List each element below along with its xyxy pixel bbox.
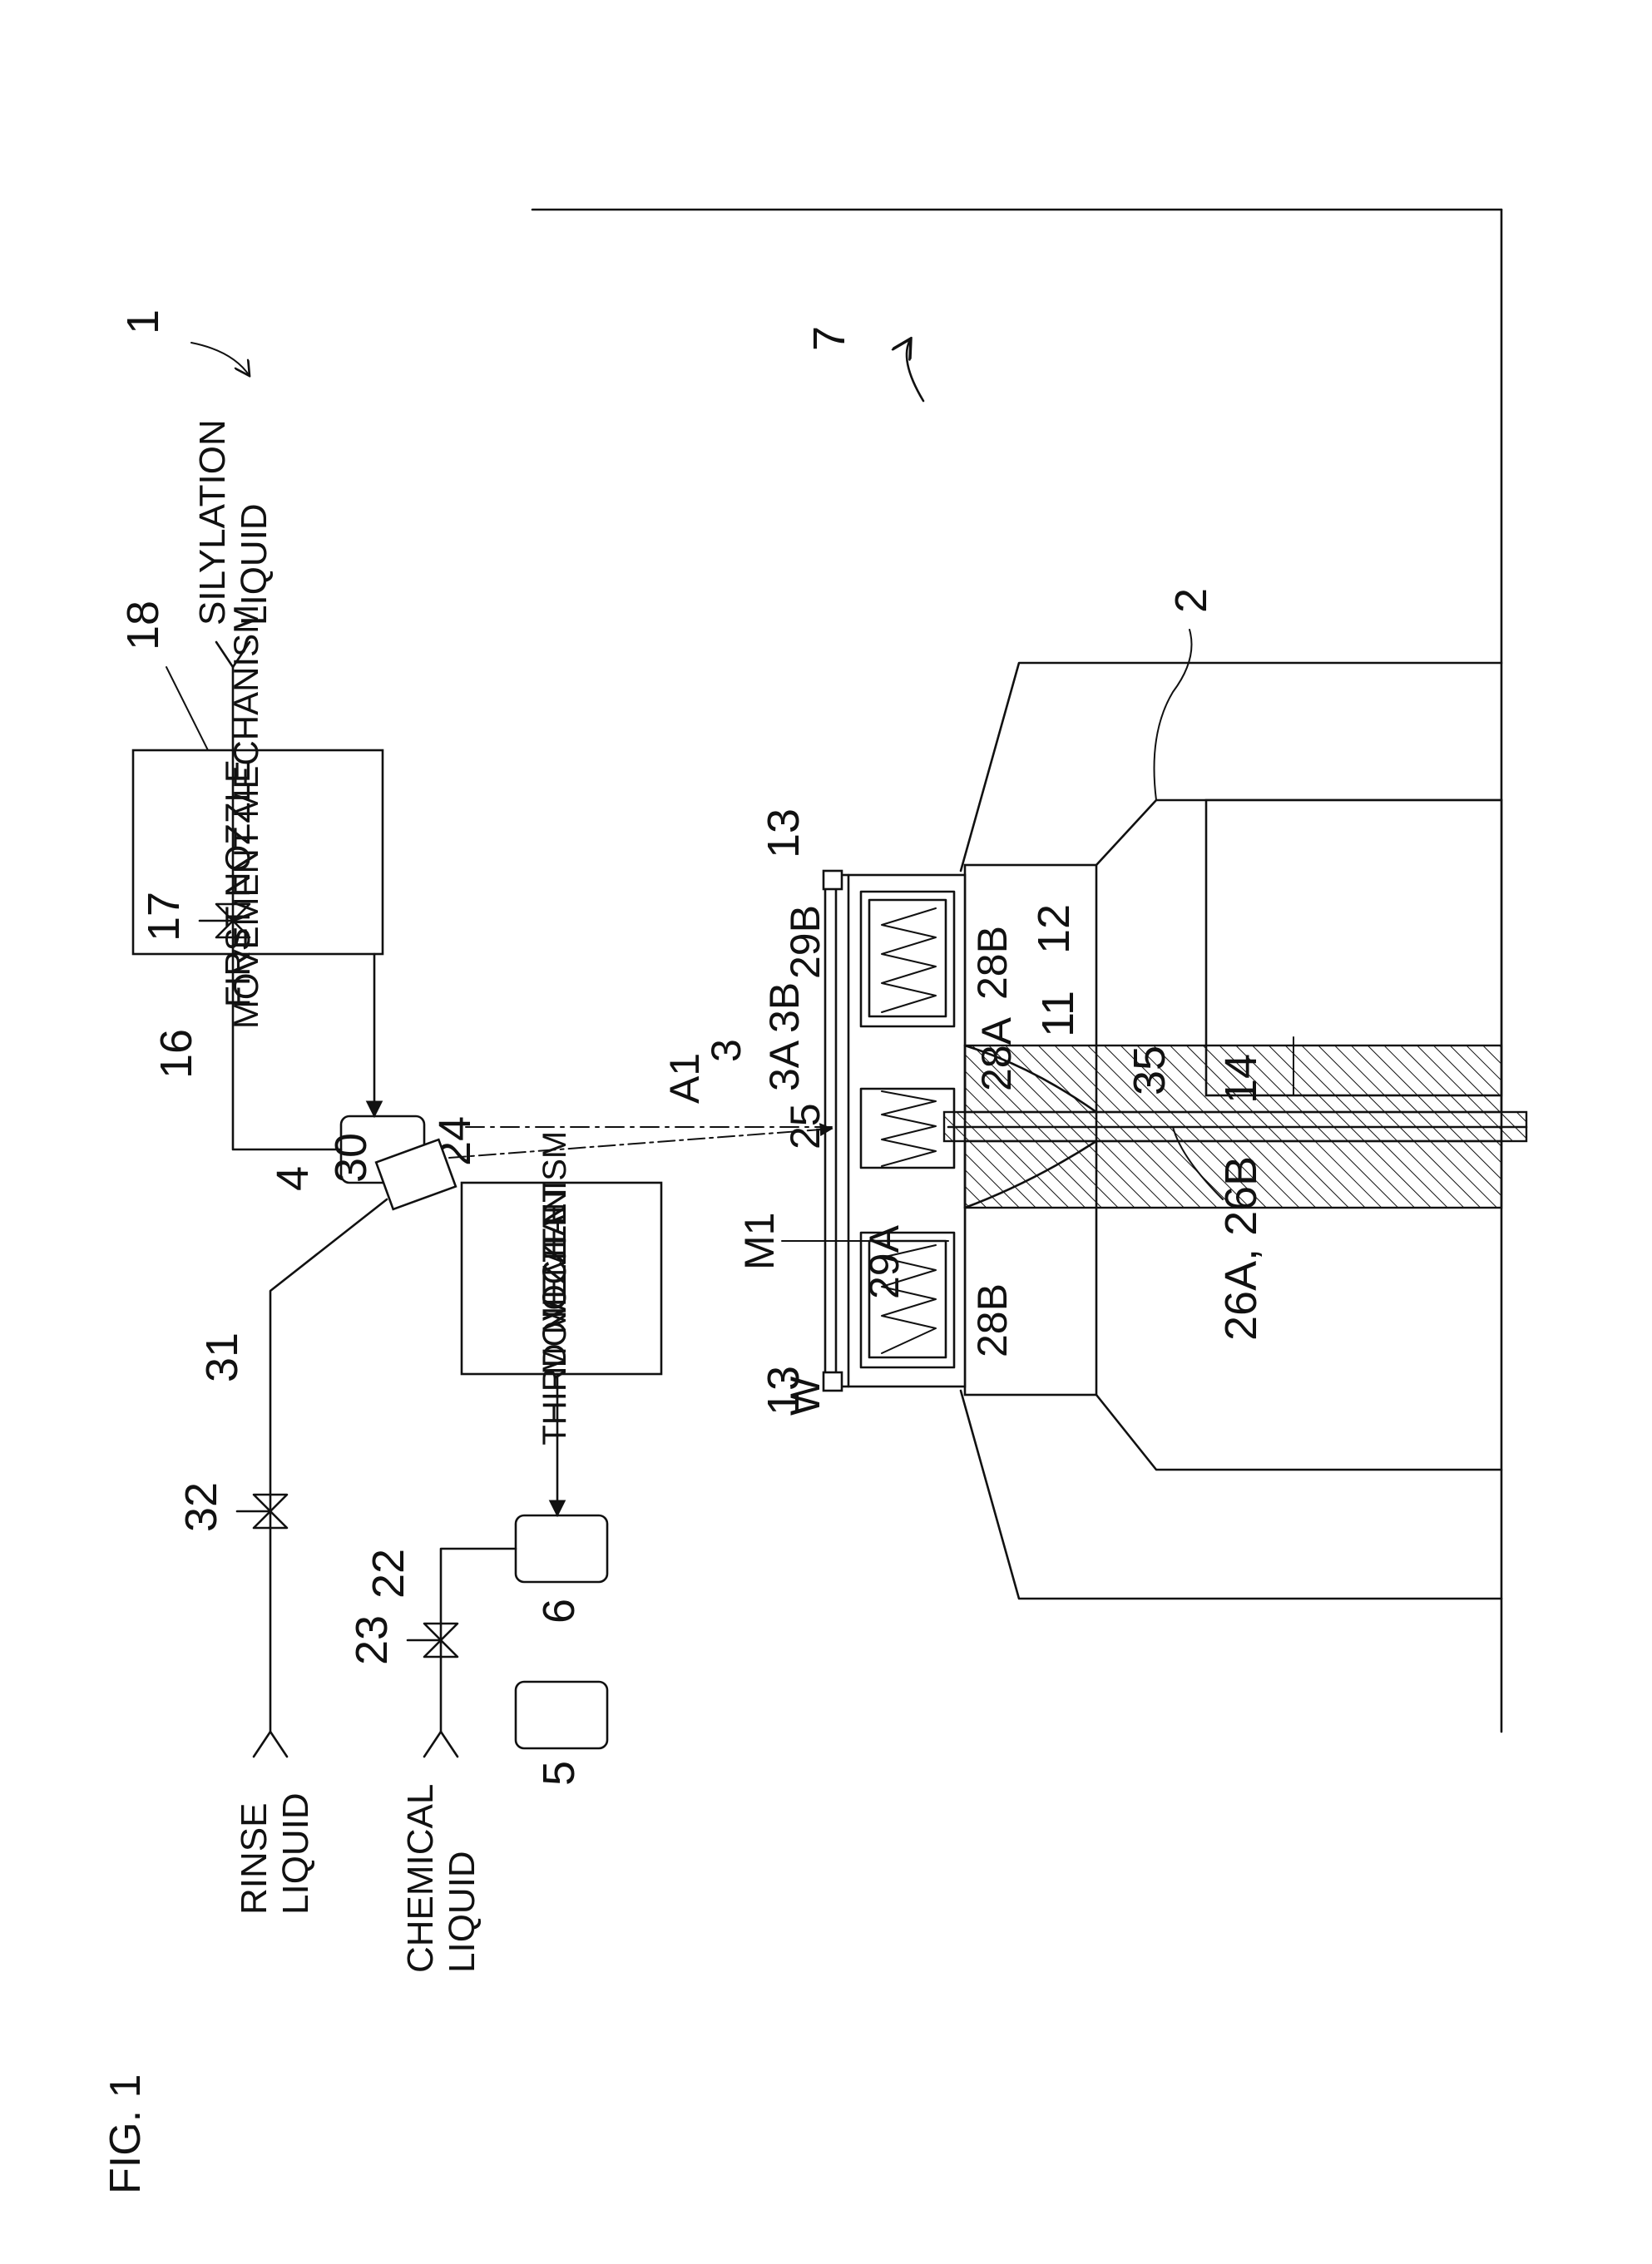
passage-label: 26A, 26B: [1216, 1156, 1266, 1341]
valve-17-label: 17: [139, 892, 189, 942]
chamber-leader: [1155, 630, 1192, 800]
silylation-line2: LIQUID: [234, 503, 275, 625]
chuck-pin-right-label: 13: [759, 808, 809, 858]
chuck-pin-right: [824, 871, 842, 889]
first-nozzle-label: 4: [268, 1166, 318, 1191]
chamber-label: 2: [1166, 588, 1216, 613]
shaft-right-half: [965, 1045, 1501, 1112]
pipe-22-label: 22: [364, 1549, 413, 1599]
holder-3-label: 3: [703, 1039, 749, 1062]
cup-label: 7: [804, 326, 854, 351]
third-nozzle-label: 6: [534, 1599, 584, 1624]
pipe-22: [441, 1549, 516, 1732]
valve-23-label: 23: [347, 1615, 397, 1665]
axis-label: A1: [661, 1053, 708, 1104]
third-nozzle-mechanism-line3: MECHANISM: [537, 1131, 573, 1334]
holder-3b-label: 3B: [761, 982, 808, 1033]
sensor-beam: [449, 1129, 832, 1158]
rinse-line1: RINSE: [234, 1803, 275, 1915]
second-nozzle: [516, 1682, 607, 1748]
holder-3a-label: 3A: [761, 1040, 808, 1091]
chemical-inlet: [424, 1732, 458, 1757]
plate-29b-label: 29B: [782, 905, 828, 979]
measure-label: M1: [736, 1213, 783, 1270]
mechanism-18-label: 18: [118, 601, 168, 650]
mechanism-18-leader: [166, 667, 208, 750]
shaft-label: 11: [1033, 991, 1083, 1037]
second-nozzle-label: 5: [534, 1761, 584, 1786]
chemical-line1: CHEMICAL: [400, 1784, 441, 1973]
pipe-16-label: 16: [151, 1029, 201, 1079]
figure-title: FIG. 1: [101, 2074, 150, 2194]
valve-32-label: 32: [176, 1482, 226, 1532]
heater-28b-right-label: 28B: [969, 926, 1016, 1000]
pipe-31-label: 31: [197, 1332, 247, 1382]
apparatus-arrow: [191, 343, 250, 376]
heater-28a-label: 28A: [973, 1016, 1020, 1091]
apparatus-label: 1: [118, 309, 168, 334]
heater-28b-left-label: 28B: [969, 1283, 1016, 1357]
conduit-35-label: 35: [1125, 1045, 1175, 1095]
cup-arrow: [907, 339, 923, 401]
wafer-label: W: [782, 1376, 828, 1416]
plate-29a-label: 29A: [861, 1224, 908, 1299]
silylation-line1: SILYLATION: [192, 419, 233, 625]
third-nozzle: [516, 1515, 607, 1582]
rinse-line2: LIQUID: [275, 1792, 316, 1915]
spin-base-label: 12: [1029, 904, 1079, 954]
rinse-inlet: [254, 1732, 287, 1757]
chemical-line2: LIQUID: [442, 1851, 482, 1973]
sensor-30-label: 30: [326, 1133, 376, 1183]
